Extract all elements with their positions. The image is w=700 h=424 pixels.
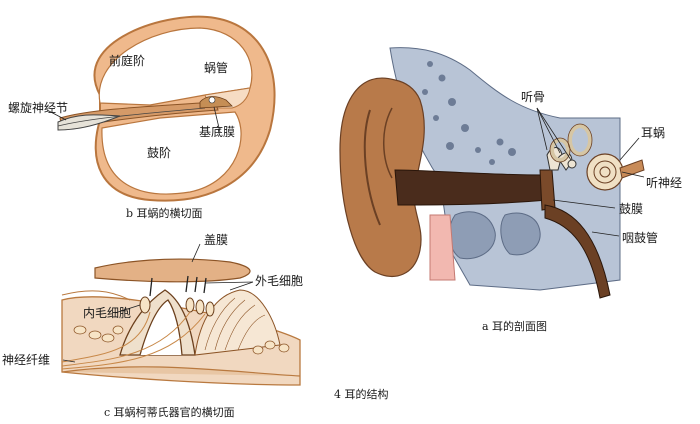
cochlea-shape xyxy=(586,153,624,191)
label-tectorial-membrane: 盖膜 xyxy=(204,233,229,247)
tectorial-membrane xyxy=(94,258,251,283)
figure-caption: 4 耳的结构 xyxy=(334,388,389,401)
organ-of-corti-small xyxy=(199,96,233,109)
label-tympanic-canal: 鼓阶 xyxy=(147,146,172,160)
ear-canal xyxy=(394,169,549,206)
label-auditory-nerve: 听神经 xyxy=(646,176,683,190)
label-nerve-fibers: 神经纤维 xyxy=(2,353,51,367)
label-cochlea: 耳蜗 xyxy=(641,126,666,140)
label-inner-hair-cells: 内毛细胞 xyxy=(83,306,132,320)
label-ossicles: 听骨 xyxy=(521,90,546,104)
label-outer-hair-cells: 外毛细胞 xyxy=(255,274,304,288)
mastoid-chambers xyxy=(448,211,541,260)
tympanic-canal-chamber xyxy=(101,111,242,195)
auricle xyxy=(339,77,425,277)
eustachian-tube-shape xyxy=(544,204,611,299)
label-vestibular-canal: 前庭阶 xyxy=(109,54,146,68)
caption-panel-c: c 耳蜗柯蒂氏器官的横切面 xyxy=(104,406,235,419)
caption-panel-b: b 耳蜗的横切面 xyxy=(126,207,203,220)
caption-panel-a: a 耳的剖面图 xyxy=(482,320,548,333)
vestibular-canal-chamber xyxy=(98,27,253,106)
label-spiral-ganglion: 螺旋神经节 xyxy=(8,101,69,115)
label-cochlear-duct: 蜗管 xyxy=(204,61,229,75)
label-eustachian-tube: 咽鼓管 xyxy=(622,231,659,245)
label-eardrum: 鼓膜 xyxy=(619,202,644,216)
label-basilar-membrane: 基底膜 xyxy=(199,125,236,139)
auditory-nerve-shape xyxy=(619,159,645,179)
eardrum xyxy=(539,169,556,211)
